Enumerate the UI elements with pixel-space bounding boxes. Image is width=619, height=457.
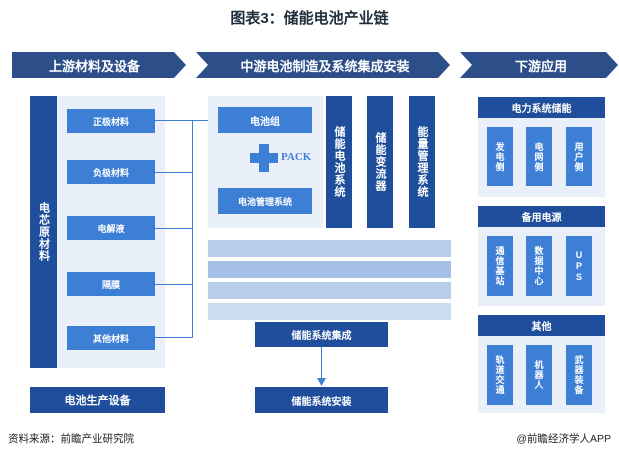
production-equipment: 电池生产设备 <box>30 387 165 413</box>
header-upstream: 上游材料及设备 <box>48 58 140 74</box>
plus-icon <box>250 144 278 172</box>
cell-group-box: 电池组 <box>218 107 312 133</box>
flow-band-4 <box>208 303 451 320</box>
connector-cathode <box>155 120 193 121</box>
source-note: 资料来源：前瞻产业研究院 <box>8 433 134 445</box>
pcs-column: 储能变流器 <box>367 96 393 228</box>
other-title: 其他 <box>478 315 605 336</box>
weapon-equipment: 武器装备 <box>566 345 592 405</box>
connector-vertical <box>192 120 193 338</box>
system-installation-box: 储能系统安装 <box>255 387 388 413</box>
material-separator: 隔膜 <box>67 272 155 296</box>
connector-anode <box>155 172 193 173</box>
bms-box: 电池管理系统 <box>218 188 312 214</box>
grid-side: 电网侧 <box>526 127 552 186</box>
header-downstream: 下游应用 <box>514 58 567 74</box>
material-anode: 负极材料 <box>67 160 155 184</box>
generation-side: 发电侧 <box>487 127 513 186</box>
brand-note: @前瞻经济学人APP <box>516 433 611 445</box>
install-arrowhead <box>317 378 326 386</box>
header-arrow-bar <box>12 52 618 78</box>
flow-band-3 <box>208 282 451 299</box>
flow-band-1 <box>208 240 451 257</box>
data-center: 数据中心 <box>526 236 552 296</box>
robot: 机器人 <box>526 345 552 405</box>
header-midstream: 中游电池制造及系统集成安装 <box>240 58 410 74</box>
material-electrolyte: 电解液 <box>67 216 155 240</box>
user-side: 用户侧 <box>566 127 592 186</box>
rail-transit: 轨道交通 <box>487 345 513 405</box>
material-other: 其他材料 <box>67 326 155 350</box>
pack-label: PACK <box>281 151 312 163</box>
core-materials-label: 电芯原材料 <box>30 96 57 368</box>
connector-separator <box>155 284 193 285</box>
battery-system-column: 储能电池系统 <box>326 96 352 228</box>
flow-band-2 <box>208 261 451 278</box>
connector-to-cell-group <box>192 120 214 121</box>
page-title: 图表3：储能电池产业链 <box>230 10 389 27</box>
telecom-base-station: 通信基站 <box>487 236 513 296</box>
backup-power-title: 备用电源 <box>478 206 605 227</box>
ems-column: 能量管理系统 <box>409 96 435 228</box>
system-integration-box: 储能系统集成 <box>255 322 388 347</box>
power-storage-title: 电力系统储能 <box>478 97 605 118</box>
connector-electrolyte <box>155 228 193 229</box>
connector-other <box>155 337 193 338</box>
material-cathode: 正极材料 <box>67 109 155 133</box>
ups: UPS <box>566 236 592 296</box>
integration-to-install-line <box>321 347 322 379</box>
